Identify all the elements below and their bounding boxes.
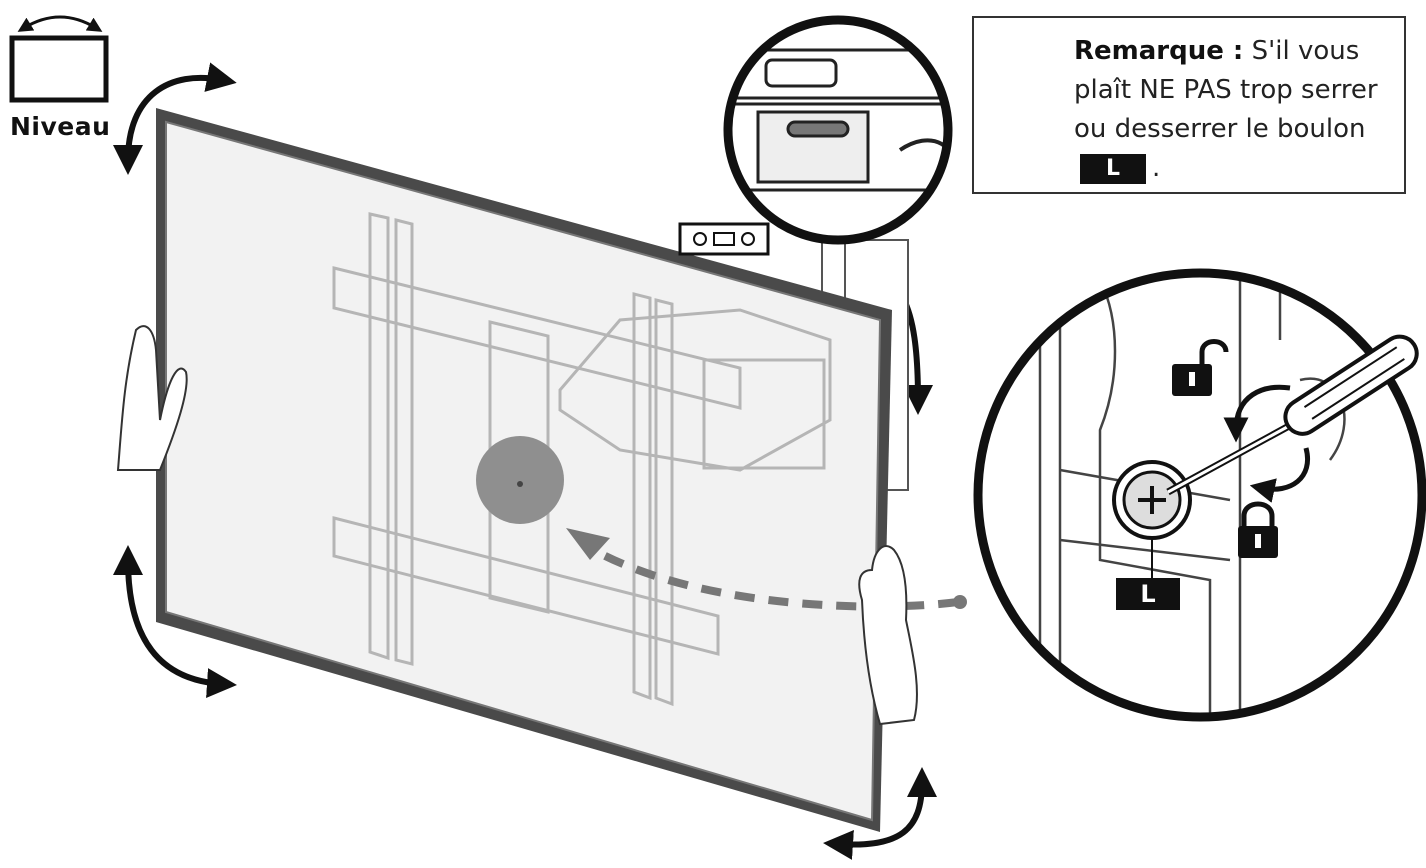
note-title: Remarque :: [1074, 36, 1244, 66]
bolt-detail-circle: [973, 268, 1426, 722]
note-bolt-badge: L: [1080, 153, 1146, 184]
unlock-rotation-arrow: [1223, 384, 1291, 443]
wall-mount-bracket: [332, 212, 832, 707]
screwdriver-icon: [1166, 334, 1419, 496]
note-end: .: [1152, 153, 1161, 183]
note-text: Remarque : S'il vous plaît NE PAS trop s…: [1074, 32, 1398, 188]
level-label: Niveau: [10, 112, 111, 141]
note-box: Remarque : S'il vous plaît NE PAS trop s…: [972, 16, 1406, 194]
left-hand: [116, 325, 188, 471]
bolt-label: L: [1116, 578, 1180, 610]
level-detail-circle: [723, 15, 953, 245]
right-hand: [858, 545, 918, 726]
rotation-arrow-bottom-right: [823, 767, 937, 860]
locked-padlock-icon: [1238, 501, 1278, 558]
bolt-l: [1112, 460, 1192, 584]
target-center-dot: [517, 481, 523, 487]
rotation-arrow-bottom-left: [113, 545, 237, 698]
bubble-level-icon: [678, 222, 770, 256]
note-body: S'il vous plaît NE PAS trop serrer ou de…: [1074, 36, 1378, 144]
dashed-pointer-arrow: [566, 528, 967, 611]
rotation-arrow-top-left: [113, 62, 237, 175]
target-circle: [476, 436, 564, 524]
tilt-level-icon: [9, 15, 109, 103]
lock-rotation-arrow: [1249, 447, 1310, 503]
unlocked-padlock-icon: [1172, 339, 1229, 396]
